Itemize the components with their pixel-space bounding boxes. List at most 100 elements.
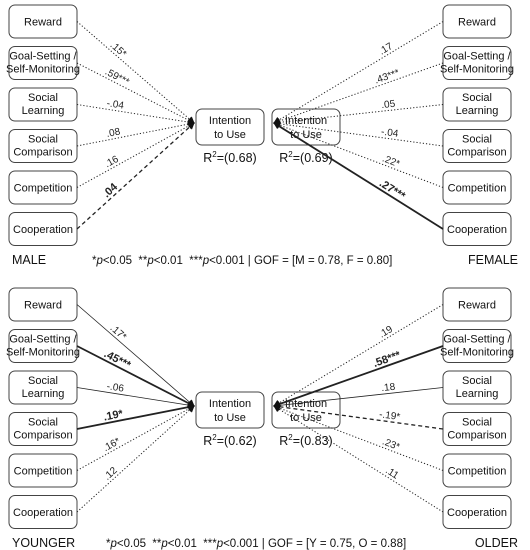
predictor-label-line1: Goal-Setting /	[9, 334, 77, 346]
coefficient-cooperation-right: .27***	[377, 177, 408, 202]
predictor-reward-right: Reward	[442, 4, 512, 39]
predictor-competition-left: Competition	[8, 170, 78, 205]
predictor-label: Cooperation	[447, 507, 507, 519]
predictor-label: Cooperation	[13, 224, 73, 236]
coefficient-goal-setting-self-monitoring-left: .45***	[102, 348, 133, 372]
coefficient-social-learning-right: .05	[381, 99, 396, 111]
coefficient-cooperation-left: .12	[102, 465, 120, 483]
coefficient-reward-right: .19	[377, 324, 395, 341]
coefficient-goal-setting-self-monitoring-right: .43***	[373, 68, 401, 87]
predictor-label: Cooperation	[13, 507, 73, 519]
predictor-label-line1: Social	[28, 92, 58, 104]
path-goal-setting-self-monitoring-left	[76, 345, 195, 407]
predictor-label-line2: Self-Monitoring	[440, 64, 514, 76]
coefficient-goal-setting-self-monitoring-left: .59***	[103, 67, 131, 89]
predictor-label: Competition	[448, 466, 507, 478]
path-goal-setting-self-monitoring-right	[273, 62, 444, 125]
predictor-reward-left: Reward	[8, 287, 78, 322]
path-reward-left	[76, 304, 195, 407]
path-cooperation-left	[76, 122, 195, 230]
predictor-label: Reward	[458, 300, 496, 312]
r-squared-left: R2=(0.68)	[203, 150, 256, 165]
predictor-competition-left: Competition	[8, 453, 78, 488]
outcome-label-line1: Intention	[285, 115, 327, 127]
path-cooperation-right	[273, 405, 444, 513]
path-cooperation-left	[76, 405, 195, 513]
path-goal-setting-self-monitoring-left	[76, 62, 195, 124]
predictor-goal-setting-self-monitoring-left: Goal-Setting /Self-Monitoring	[6, 329, 80, 363]
predictor-label-line2: Comparison	[447, 147, 506, 159]
group-label-right: FEMALE	[468, 253, 518, 267]
predictor-cooperation-left: Cooperation	[8, 495, 78, 529]
coefficient-goal-setting-self-monitoring-right: .58***	[372, 349, 403, 370]
outcome-label-line1: Intention	[209, 115, 251, 127]
predictor-label-line2: Learning	[22, 105, 65, 117]
predictor-label-line1: Social	[462, 134, 492, 146]
predictor-reward-left: Reward	[8, 4, 78, 39]
path-social-comparison-left	[76, 120, 195, 147]
r-squared-right: R2=(0.69)	[279, 150, 332, 165]
path-competition-left	[76, 405, 195, 471]
predictor-cooperation-left: Cooperation	[8, 212, 78, 246]
predictor-label-line2: Self-Monitoring	[6, 64, 80, 76]
predictor-label-line1: Social	[28, 417, 58, 429]
path-competition-right	[273, 121, 444, 188]
r-squared-right: R2=(0.83)	[279, 433, 332, 448]
coefficient-social-comparison-left: .19*	[103, 408, 125, 424]
coefficient-social-learning-left: -.04	[106, 98, 125, 112]
coefficient-social-comparison-right: -.04	[380, 127, 399, 140]
path-social-comparison-left	[76, 403, 195, 430]
predictor-label: Competition	[14, 466, 73, 478]
path-social-learning-left	[76, 104, 195, 126]
coefficient-social-learning-right: .18	[381, 382, 396, 394]
predictor-label: Reward	[24, 300, 62, 312]
predictor-goal-setting-self-monitoring-left: Goal-Setting /Self-Monitoring	[6, 46, 80, 80]
predictor-label-line2: Self-Monitoring	[6, 347, 80, 359]
outcome-label-line2: to Use	[214, 412, 246, 424]
path-social-learning-right	[273, 387, 444, 409]
predictor-label-line2: Learning	[22, 388, 65, 400]
group-label-left: YOUNGER	[12, 536, 75, 550]
group-label-right: OLDER	[475, 536, 518, 550]
predictor-goal-setting-self-monitoring-right: Goal-Setting /Self-Monitoring	[440, 46, 514, 80]
predictor-label: Competition	[448, 183, 507, 195]
coefficient-cooperation-right: .11	[383, 465, 400, 482]
predictor-label-line1: Social	[28, 134, 58, 146]
coefficient-social-learning-left: -.06	[106, 381, 125, 395]
path-reward-right	[273, 304, 444, 407]
r-squared-left: R2=(0.62)	[203, 433, 256, 448]
predictor-label-line1: Social	[28, 375, 58, 387]
path-competition-right	[273, 404, 444, 471]
outcome-label-line2: to Use	[214, 129, 246, 141]
predictor-label: Reward	[458, 17, 496, 29]
path-cooperation-right	[273, 122, 444, 230]
predictor-label-line2: Comparison	[13, 147, 72, 159]
group-label-left: MALE	[12, 253, 46, 267]
path-competition-left	[76, 122, 195, 188]
predictor-label-line2: Comparison	[13, 430, 72, 442]
predictor-label-line2: Learning	[456, 105, 499, 117]
predictor-competition-right: Competition	[442, 170, 512, 205]
predictor-label-line2: Learning	[456, 388, 499, 400]
predictor-label-line1: Social	[462, 417, 492, 429]
predictor-reward-right: Reward	[442, 287, 512, 322]
significance-footer: *p<0.05 **p<0.01 ***p<0.001 | GOF = [M =…	[92, 255, 392, 267]
coefficient-competition-left: .16*	[101, 436, 122, 454]
coefficient-competition-right: .23*	[381, 436, 402, 453]
predictor-label-line1: Goal-Setting /	[443, 51, 511, 63]
predictor-competition-right: Competition	[442, 453, 512, 488]
predictor-label-line2: Self-Monitoring	[440, 347, 514, 359]
path-goal-setting-self-monitoring-right	[273, 345, 444, 408]
predictor-label-line1: Goal-Setting /	[9, 51, 77, 63]
predictor-label-line2: Comparison	[447, 430, 506, 442]
